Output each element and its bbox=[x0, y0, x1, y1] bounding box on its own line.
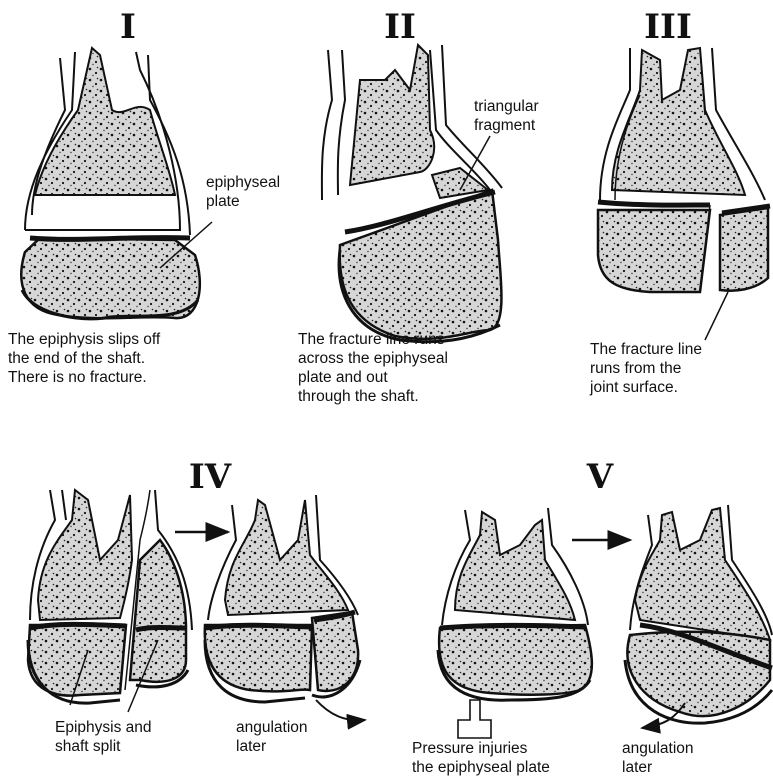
label-line: epiphyseal bbox=[206, 173, 280, 192]
caption-line: later bbox=[622, 758, 694, 777]
caption-line: The epiphysis slips off bbox=[8, 330, 160, 349]
label-line: fragment bbox=[474, 116, 539, 135]
caption-line: the end of the shaft. bbox=[8, 349, 160, 368]
caption-line: Pressure injuries bbox=[412, 739, 550, 758]
type-ii-bone bbox=[322, 45, 502, 342]
caption-line: across the epiphyseal bbox=[298, 349, 448, 368]
type-ii-caption: The fracture line runs across the epiphy… bbox=[298, 330, 448, 406]
caption-line: the epiphyseal plate bbox=[412, 758, 550, 777]
type-iv-caption-right: angulation later bbox=[236, 718, 308, 756]
type-v-numeral: V bbox=[586, 457, 614, 497]
caption-line: later bbox=[236, 737, 308, 756]
caption-line: Epiphysis and bbox=[55, 718, 152, 737]
caption-line: angulation bbox=[622, 739, 694, 758]
type-iv-caption-left: Epiphysis and shaft split bbox=[55, 718, 152, 756]
type-i-bone bbox=[21, 48, 212, 319]
caption-line: The fracture line runs bbox=[298, 330, 448, 349]
type-i-label: epiphyseal plate bbox=[206, 173, 280, 211]
caption-line: The fracture line bbox=[590, 340, 702, 359]
label-line: plate bbox=[206, 192, 280, 211]
type-v-bone-before bbox=[438, 508, 592, 738]
caption-line: plate and out bbox=[298, 368, 448, 387]
type-iv-bone-before bbox=[28, 490, 192, 712]
type-i-caption: The epiphysis slips off the end of the s… bbox=[8, 330, 160, 387]
label-line: triangular bbox=[474, 97, 539, 116]
caption-line: angulation bbox=[236, 718, 308, 737]
type-v-bone-after bbox=[625, 505, 772, 728]
type-v-caption-left: Pressure injuries the epiphyseal plate bbox=[412, 739, 550, 777]
type-iii-numeral: III bbox=[644, 7, 692, 47]
type-ii-label: triangular fragment bbox=[474, 97, 539, 135]
caption-line: There is no fracture. bbox=[8, 368, 160, 387]
type-iv-numeral: IV bbox=[189, 457, 232, 497]
caption-line: runs from the bbox=[590, 359, 702, 378]
type-iii-caption: The fracture line runs from the joint su… bbox=[590, 340, 702, 397]
type-iii-bone bbox=[598, 48, 770, 340]
caption-line: through the shaft. bbox=[298, 387, 448, 406]
type-i-numeral: I bbox=[120, 7, 136, 47]
caption-line: joint surface. bbox=[590, 378, 702, 397]
type-v-caption-right: angulation later bbox=[622, 739, 694, 777]
type-ii-numeral: II bbox=[384, 7, 416, 47]
caption-line: shaft split bbox=[55, 737, 152, 756]
type-iv-bone-after bbox=[205, 495, 365, 720]
